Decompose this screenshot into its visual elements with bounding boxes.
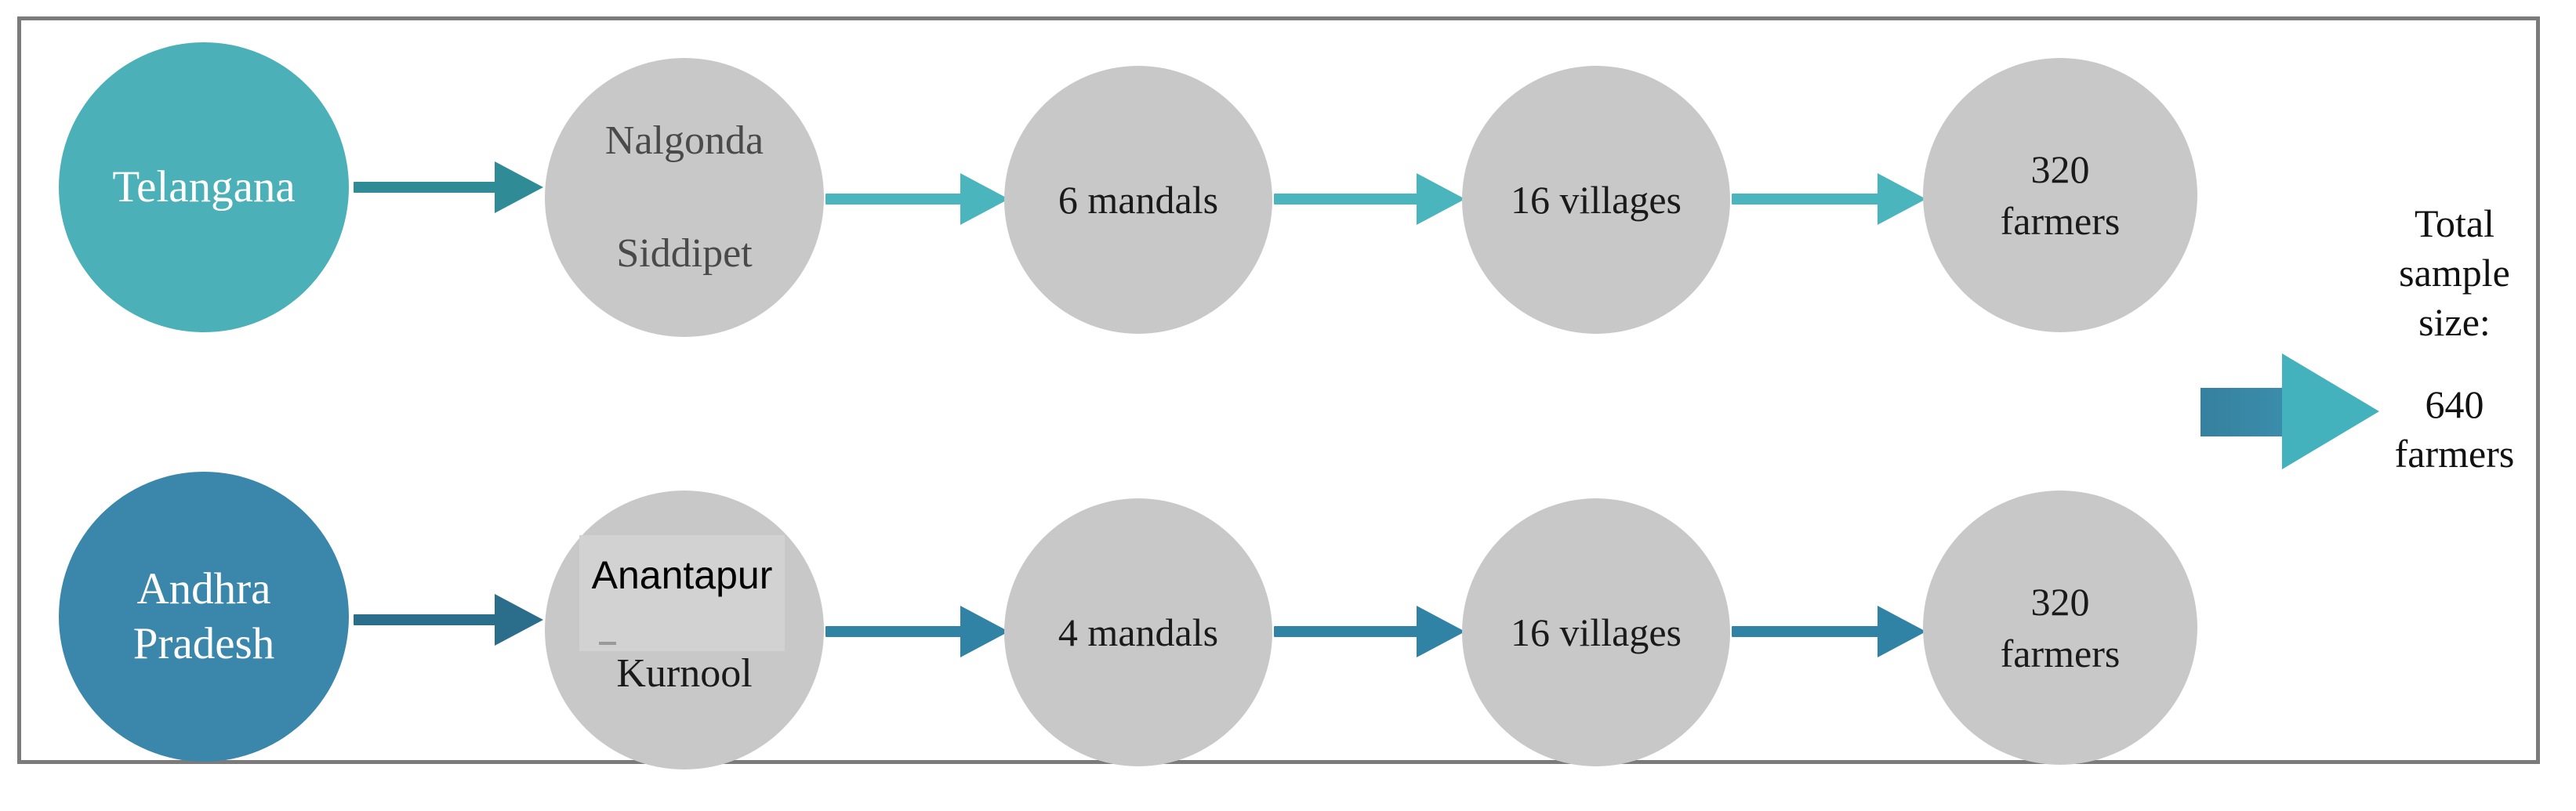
arrow-shaft (1274, 626, 1432, 637)
mandals-label-andhra: 4 mandals (1058, 610, 1219, 654)
arrow-head (495, 594, 543, 646)
total-label-line2: sample (2399, 251, 2510, 295)
node-mandals-andhra-pradesh[interactable]: 4 mandals (1004, 498, 1272, 766)
node-farmers-telangana[interactable]: 320 farmers (1923, 58, 2197, 332)
arrow-head (960, 606, 1009, 657)
arrow-head (1417, 173, 1465, 225)
state-label-andhra-line1: Andhra (136, 564, 271, 614)
node-mandals-telangana[interactable]: 6 mandals (1004, 66, 1272, 334)
farmers-count-telangana: 320 (2030, 147, 2090, 191)
textbox-dash-artifact (599, 642, 616, 645)
block-arrow-head (2282, 353, 2379, 469)
arrow-shaft (1732, 626, 1893, 637)
total-unit: farmers (2394, 432, 2515, 476)
diagram-frame: Telangana Nalgonda Siddipet 6 mandals 16… (17, 16, 2540, 769)
farmers-label-telangana: farmers (2000, 199, 2121, 243)
arrow-head (1878, 173, 1926, 225)
block-arrow-body (2200, 388, 2285, 436)
total-spacer (2373, 347, 2536, 380)
arrow-shaft (825, 194, 976, 205)
node-state-andhra-pradesh[interactable]: Andhra Pradesh (59, 472, 349, 762)
arrow-shaft (825, 626, 976, 637)
total-sample-size-block: Total sample size: 640 farmers (2373, 199, 2536, 479)
node-farmers-andhra-pradesh[interactable]: 320 farmers (1923, 491, 2197, 765)
total-block-arrow-icon (2200, 353, 2379, 469)
state-label-andhra-line2: Pradesh (132, 619, 275, 668)
district-label-nalgonda: Nalgonda (604, 118, 764, 163)
total-value: 640 (2425, 382, 2484, 426)
total-label-line3: size: (2418, 300, 2491, 344)
arrow-shaft (1274, 194, 1432, 205)
district-label-anantapur: Anantapur (591, 553, 773, 597)
villages-label-telangana: 16 villages (1510, 178, 1682, 222)
state-label-telangana: Telangana (112, 162, 296, 212)
node-districts-telangana[interactable]: Nalgonda Siddipet (545, 58, 824, 337)
arrow-shaft (354, 614, 510, 625)
district-label-siddipet: Siddipet (616, 231, 753, 276)
node-villages-andhra-pradesh[interactable]: 16 villages (1462, 498, 1730, 766)
node-state-telangana[interactable]: Telangana (59, 42, 349, 332)
arrow-head (495, 161, 543, 213)
node-villages-telangana[interactable]: 16 villages (1462, 66, 1730, 334)
arrow-head (1417, 606, 1465, 657)
villages-label-andhra: 16 villages (1510, 610, 1682, 654)
district-label-kurnool: Kurnool (616, 650, 753, 696)
arrow-head (960, 173, 1009, 225)
mandals-label-telangana: 6 mandals (1058, 178, 1219, 222)
farmers-label-andhra: farmers (2000, 632, 2121, 675)
total-label-line1: Total (2414, 201, 2495, 245)
arrow-head (1878, 606, 1926, 657)
arrow-shaft (354, 182, 510, 193)
district-label-anantapur-textbox[interactable]: Anantapur (579, 535, 785, 651)
arrow-shaft (1732, 194, 1893, 205)
farmers-count-andhra: 320 (2030, 580, 2090, 624)
